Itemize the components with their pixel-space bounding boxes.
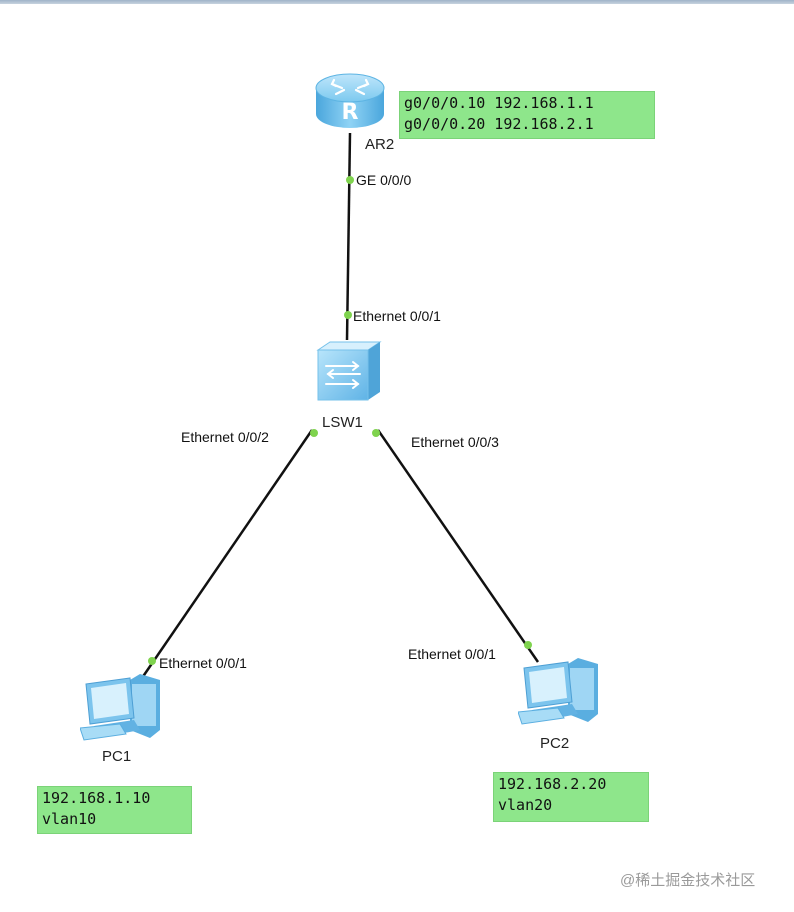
link-router-switch[interactable]: [345, 132, 352, 341]
router-icon[interactable]: R: [312, 70, 388, 132]
port-dot-switch-e2: [310, 429, 318, 437]
port-label-pc1-e1: Ethernet 0/0/1: [159, 655, 247, 671]
router-config-note: g0/0/0.10 192.168.1.1 g0/0/0.20 192.168.…: [399, 91, 655, 139]
pc2-icon[interactable]: [517, 656, 602, 726]
port-dot-pc1-e1: [148, 657, 156, 665]
port-label-switch-e2: Ethernet 0/0/2: [181, 429, 269, 445]
pc1-note-line-1: 192.168.1.10: [42, 789, 151, 807]
watermark: @稀土掘金技术社区: [620, 872, 756, 889]
pc1-config-note: 192.168.1.10 vlan10: [37, 786, 192, 834]
port-label-switch-e1: Ethernet 0/0/1: [353, 308, 441, 324]
port-dot-pc2-e1: [524, 641, 532, 649]
window-top-border: [0, 0, 794, 4]
router-note-line-1: g0/0/0.10 192.168.1.1: [404, 94, 594, 112]
pc2-name: PC2: [540, 735, 570, 752]
switch-icon[interactable]: [310, 340, 384, 406]
link-switch-pc1[interactable]: [140, 429, 314, 679]
switch-name: LSW1: [322, 414, 363, 431]
pc1-name: PC1: [102, 748, 132, 765]
pc2-note-line-1: 192.168.2.20: [498, 775, 607, 793]
pc2-note-line-2: vlan20: [498, 796, 553, 814]
port-label-switch-e3: Ethernet 0/0/3: [411, 434, 499, 450]
router-note-line-2: g0/0/0.20 192.168.2.1: [404, 115, 594, 133]
port-label-pc2-e1: Ethernet 0/0/1: [408, 646, 496, 662]
link-switch-pc2[interactable]: [376, 429, 540, 663]
router-name: AR2: [365, 136, 395, 153]
port-dot-switch-e1: [344, 311, 352, 319]
svg-text:R: R: [342, 100, 359, 125]
pc2-config-note: 192.168.2.20 vlan20: [493, 772, 649, 822]
pc1-note-line-2: vlan10: [42, 810, 97, 828]
pc1-icon[interactable]: [79, 672, 164, 742]
port-dot-router-ge: [346, 176, 354, 184]
port-dot-switch-e3: [372, 429, 380, 437]
port-label-router-ge: GE 0/0/0: [356, 172, 412, 188]
